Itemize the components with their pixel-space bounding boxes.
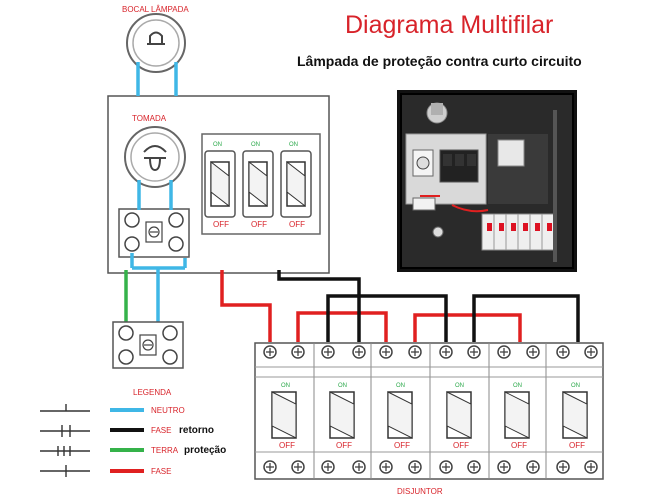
svg-text:ON: ON bbox=[281, 383, 290, 389]
breaker-1: ON OFF bbox=[271, 383, 297, 450]
breaker-4: ON OFF bbox=[446, 383, 472, 450]
breaker-6: ON OFF bbox=[562, 383, 588, 450]
breaker-5: ON OFF bbox=[504, 383, 530, 450]
svg-text:NEUTRO: NEUTRO bbox=[151, 406, 185, 415]
lamp-socket bbox=[126, 13, 186, 73]
legend-item-ground: TERRA proteção bbox=[110, 445, 226, 456]
svg-text:FASE: FASE bbox=[151, 426, 171, 435]
legend-item-return: FASE retorno bbox=[110, 425, 214, 436]
svg-text:OFF: OFF bbox=[394, 441, 410, 450]
breaker-3: ON OFF bbox=[387, 383, 413, 450]
outlet-terminal-block bbox=[118, 208, 190, 258]
breaker-2: ON OFF bbox=[329, 383, 355, 450]
neutral-wires bbox=[130, 62, 187, 322]
legend-item-neutral: NEUTRO bbox=[110, 406, 185, 415]
ground-terminal-block bbox=[112, 321, 184, 369]
svg-text:ON: ON bbox=[571, 383, 580, 389]
breaker-panel bbox=[254, 342, 604, 480]
lamp-socket-icon bbox=[147, 31, 165, 45]
svg-text:ON: ON bbox=[289, 142, 298, 148]
svg-text:OFF: OFF bbox=[511, 441, 527, 450]
svg-text:TERRA: TERRA bbox=[151, 446, 179, 455]
breaker-bottom-screw-slots bbox=[266, 463, 595, 471]
svg-text:ON: ON bbox=[455, 383, 464, 389]
svg-text:ON: ON bbox=[251, 142, 260, 148]
outlet-label: TOMADA bbox=[132, 114, 167, 123]
svg-text:OFF: OFF bbox=[279, 441, 295, 450]
legend-symbols bbox=[40, 404, 90, 477]
breaker-row-label: DISJUNTOR bbox=[397, 487, 443, 496]
legend-title: LEGENDA bbox=[133, 388, 172, 397]
wall-switch-3: ON OFF bbox=[280, 142, 312, 229]
legend-item-phase: FASE bbox=[110, 467, 171, 476]
svg-text:ON: ON bbox=[338, 383, 347, 389]
diagram-title: Diagrama Multifilar bbox=[345, 11, 553, 39]
wall-switch-1: ON OFF bbox=[204, 142, 236, 229]
svg-text:ON: ON bbox=[213, 142, 222, 148]
svg-text:proteção: proteção bbox=[184, 445, 226, 456]
phase-wires bbox=[220, 270, 522, 342]
svg-text:OFF: OFF bbox=[569, 441, 585, 450]
svg-text:OFF: OFF bbox=[251, 220, 267, 229]
lamp-socket-label: BOCAL LÂMPADA bbox=[122, 5, 189, 14]
svg-text:FASE: FASE bbox=[151, 467, 171, 476]
svg-text:OFF: OFF bbox=[213, 220, 229, 229]
svg-text:OFF: OFF bbox=[336, 441, 352, 450]
wall-switch-2: ON OFF bbox=[242, 142, 274, 229]
svg-text:OFF: OFF bbox=[289, 220, 305, 229]
outlet-icon bbox=[143, 145, 167, 172]
svg-text:ON: ON bbox=[513, 383, 522, 389]
svg-text:OFF: OFF bbox=[453, 441, 469, 450]
diagram-subtitle: Lâmpada de proteção contra curto circuit… bbox=[297, 53, 582, 69]
return-wires bbox=[277, 270, 580, 342]
outlet bbox=[124, 126, 186, 188]
breaker-top-screw-slots bbox=[266, 348, 595, 356]
svg-text:ON: ON bbox=[396, 383, 405, 389]
svg-text:retorno: retorno bbox=[179, 425, 214, 436]
assembly-photo bbox=[397, 90, 577, 272]
